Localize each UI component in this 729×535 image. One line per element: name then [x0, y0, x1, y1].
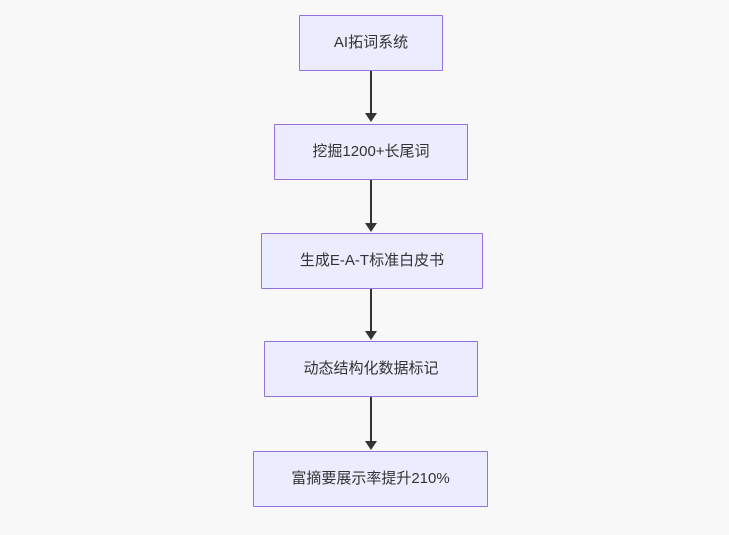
arrow-line: [370, 71, 372, 113]
down-arrow: [364, 289, 378, 340]
node-label: 挖掘1200+长尾词: [312, 143, 430, 160]
node-label: AI拓词系统: [333, 34, 409, 51]
node-label: 生成E-A-T标准白皮书: [299, 252, 445, 269]
arrow-line: [370, 397, 372, 441]
down-arrow: [364, 180, 378, 232]
down-arrow: [364, 71, 378, 122]
down-arrow: [364, 397, 378, 450]
node-eat-whitepaper: 生成E-A-T标准白皮书: [261, 233, 483, 289]
arrowhead-icon: [365, 113, 377, 122]
arrowhead-icon: [365, 441, 377, 450]
node-rich-snippet-uplift: 富摘要展示率提升210%: [253, 451, 488, 507]
arrow-line: [370, 180, 372, 223]
node-label: 富摘要展示率提升210%: [291, 470, 450, 487]
node-longtail-keyword-mining: 挖掘1200+长尾词: [274, 124, 468, 180]
node-structured-data-markup: 动态结构化数据标记: [264, 341, 478, 397]
node-ai-keyword-system: AI拓词系统: [299, 15, 443, 71]
arrowhead-icon: [365, 331, 377, 340]
node-label: 动态结构化数据标记: [303, 360, 439, 377]
arrow-line: [370, 289, 372, 331]
arrowhead-icon: [365, 223, 377, 232]
